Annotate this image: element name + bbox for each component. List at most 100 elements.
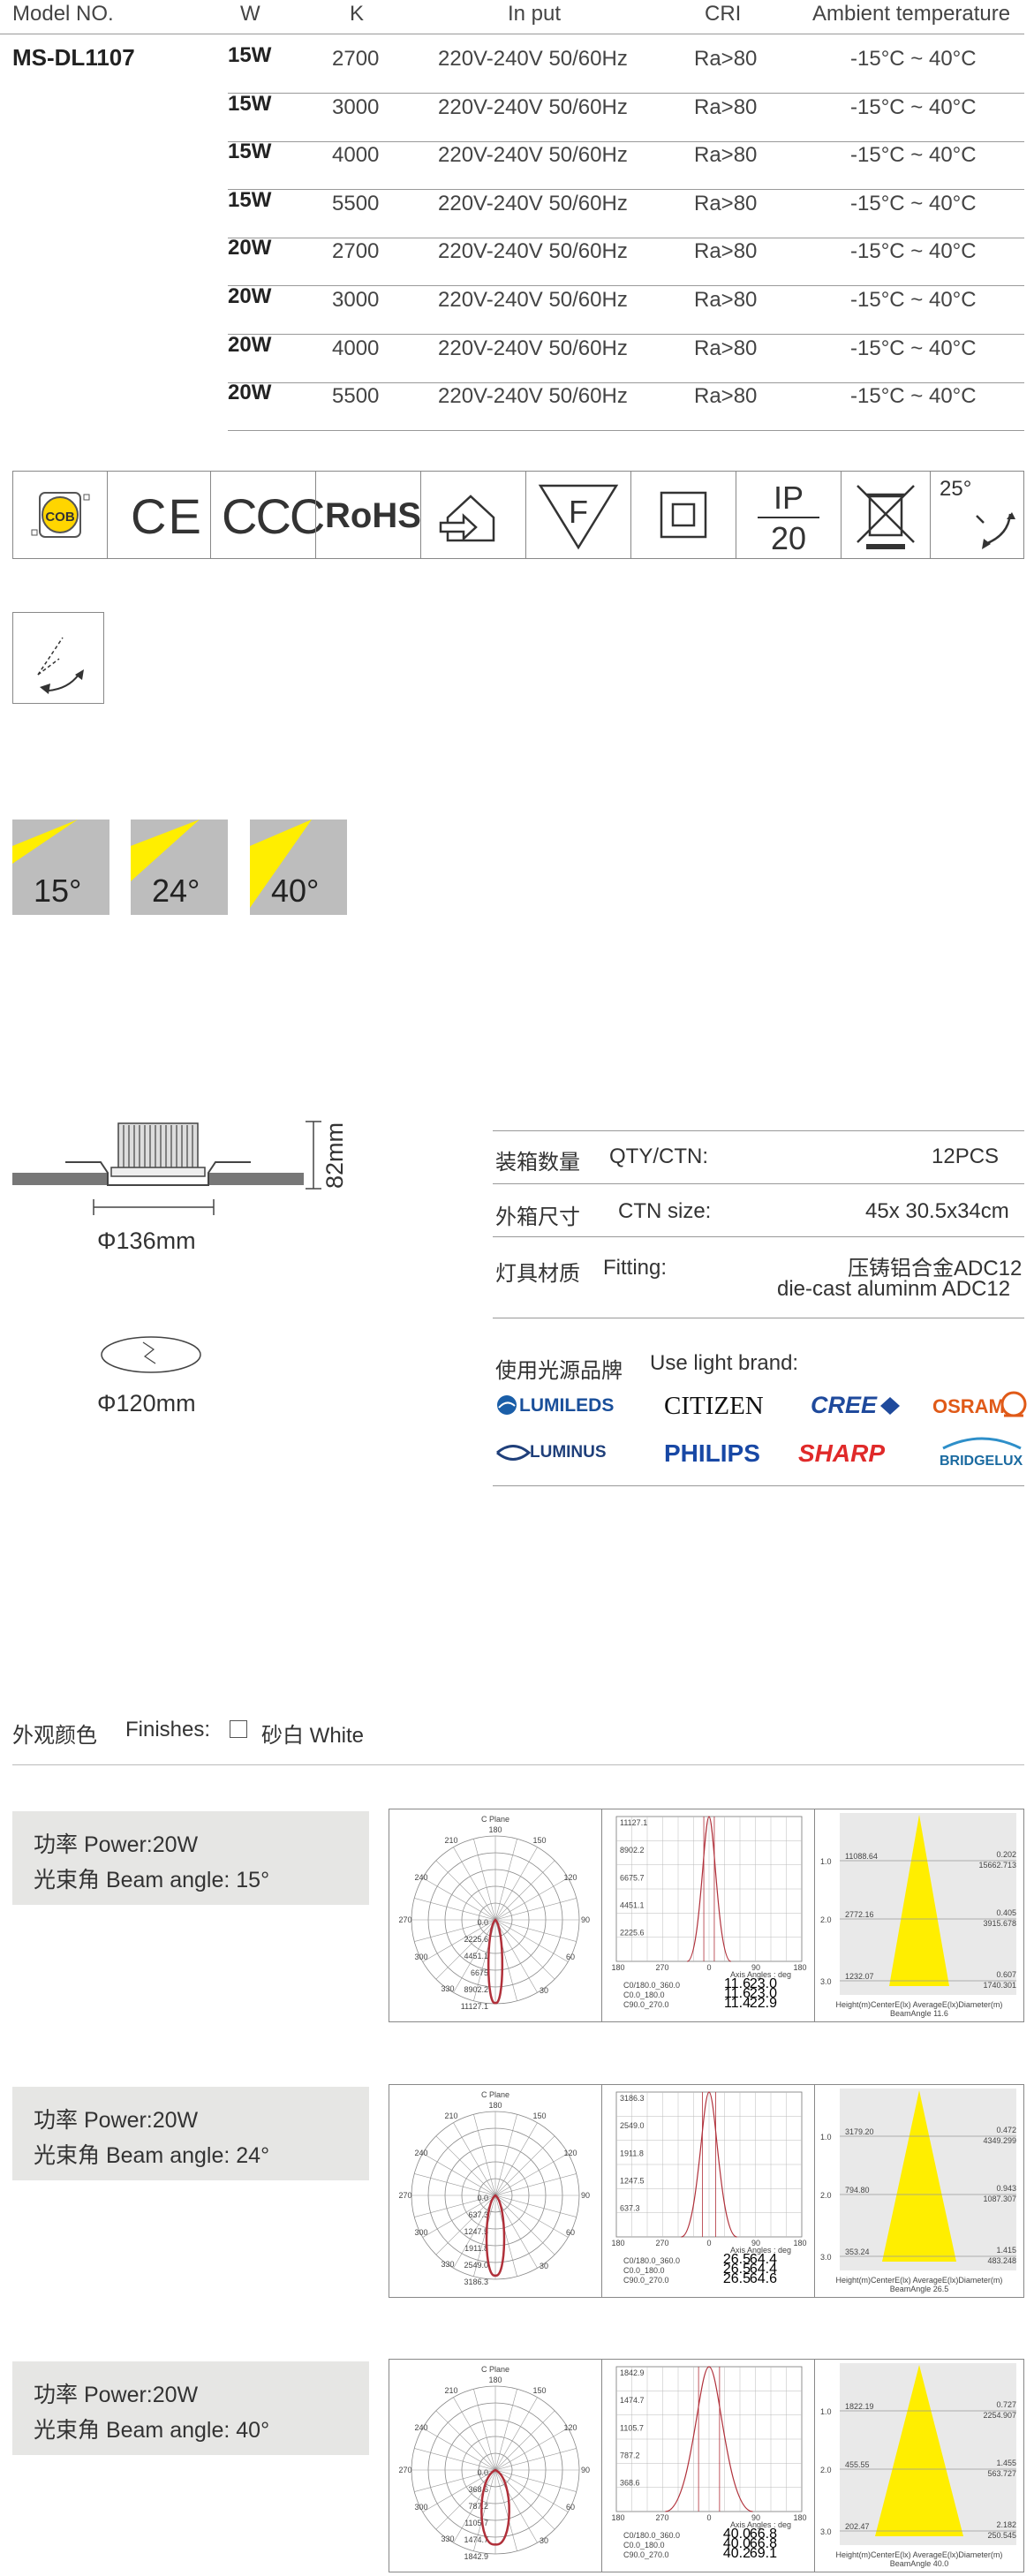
cart-value-label: 8902.2 [620, 1846, 645, 1855]
spec-cell-input: 220V-240V 50/60Hz [438, 143, 628, 168]
polar-angle-label: 240 [414, 2149, 427, 2157]
header-model: Model NO. [12, 2, 114, 26]
cart-x-label: 0 [706, 2513, 711, 2522]
cart-x-label: 270 [655, 2239, 668, 2247]
tilt-cert: 25° [930, 471, 1024, 559]
spec-cell-k: 4000 [332, 336, 380, 360]
cone-height: 2.0 [820, 1915, 832, 1924]
polar-value-label: 2549.0 [464, 2261, 488, 2270]
qty-en: QTY/CTN: [609, 1144, 708, 1168]
polar-angle-label: 330 [441, 2534, 454, 2543]
axis-angles-title: Axis Angles : deg [730, 2246, 791, 2255]
spec-cell-w: 15W [228, 140, 272, 164]
finishes-rule [12, 1764, 1024, 1765]
cone-diameter: 1.415 [996, 2246, 1016, 2255]
legend-item: C0/180.0_360.0 [623, 2256, 680, 2265]
cone-beam-angle: BeamAngle 26.5 [890, 2285, 949, 2293]
axis-val: 11.6 [724, 1986, 751, 2001]
polar-angle-label: 150 [532, 2386, 546, 2395]
cone-height: 1.0 [820, 2407, 832, 2416]
polar-value-label: 787.2 [468, 2502, 488, 2511]
spec-cell-k: 3000 [332, 288, 380, 312]
cart-x-label: 180 [793, 2513, 806, 2522]
spec-cell-k: 3000 [332, 94, 380, 119]
spec-cell-w: 20W [228, 284, 272, 308]
cart-curve [681, 2091, 737, 2238]
f-triangle-icon: F [538, 484, 619, 550]
polar-curve [480, 2468, 510, 2546]
ip20-icon: IP 20 [758, 480, 819, 556]
model-number: MS-DL1107 [12, 44, 135, 71]
height-label: 82mm [321, 1122, 348, 1189]
polar-angle-label: 30 [540, 1986, 548, 1995]
cone-center-lux: 2772.16 [845, 1910, 874, 1919]
cone-average-lux: 15662.713 [978, 1861, 1016, 1870]
cone-average-lux: 2254.907 [983, 2411, 1016, 2420]
polar-angle-label: 120 [563, 2423, 577, 2432]
axis-val: 40.0 [723, 2536, 751, 2551]
cone-center-lux: 455.55 [845, 2460, 870, 2469]
header-kelvin: K [350, 2, 365, 26]
cart-x-label: 180 [611, 1963, 624, 1972]
cob-cert: COB [12, 471, 108, 559]
double-square-icon [660, 491, 707, 539]
polar-angle-label: 120 [563, 2149, 577, 2157]
ce-cert: CE [107, 471, 211, 559]
cone-center-lux: 202.47 [845, 2522, 870, 2531]
cart-x-label: 90 [751, 2513, 760, 2522]
brand-citizen: CITIZEN [664, 1392, 764, 1420]
polar-angle-label: 30 [540, 2262, 548, 2270]
beam-15-icon [12, 820, 78, 864]
polar-value-label: 1247.5 [464, 2227, 488, 2236]
spec-cell-temp: -15°C ~ 40°C [850, 94, 977, 119]
polar-angle-label: 300 [414, 2228, 427, 2237]
axis-val: 66.8 [750, 2527, 777, 2542]
finish-option: 砂白 White [261, 1724, 365, 1748]
row-divider [228, 285, 1024, 287]
axis-val: 11.6 [724, 1976, 751, 1991]
cart-x-label: 180 [793, 1963, 806, 1972]
spec-cell-input: 220V-240V 50/60Hz [438, 384, 628, 409]
brand-cree: CREE [811, 1392, 878, 1418]
spec-cell-cri: Ra>80 [694, 384, 758, 409]
polar-angle-label: 60 [566, 1953, 575, 1961]
polar-angle-label: 180 [488, 2376, 502, 2384]
finish-checkbox[interactable] [230, 1720, 247, 1738]
spec-cell-k: 2700 [332, 47, 380, 71]
row-divider [228, 189, 1024, 191]
height-dimension-line [306, 1121, 321, 1190]
rotate-box [12, 612, 104, 704]
header-ambient: Ambient temperature [812, 2, 1011, 26]
brand-luminus: LUMINUS [530, 1443, 607, 1462]
material-en: Fitting: [603, 1256, 668, 1280]
legend-item: C90.0_270.0 [623, 2000, 669, 2009]
cone-beam-angle: BeamAngle 11.6 [890, 2009, 948, 2018]
cone-diameter: 0.405 [996, 1908, 1016, 1917]
polar-angle-label: 60 [566, 2503, 575, 2512]
polar-value-label: 3186.3 [464, 2278, 488, 2286]
cone-footer: Height(m)CenterE(lx) AverageE(lx)Diamete… [836, 2000, 1003, 2009]
spec-cell-k: 2700 [332, 239, 380, 264]
ip-bottom: 20 [771, 520, 806, 556]
header-input: In put [508, 2, 562, 26]
cart-x-label: 90 [751, 1963, 760, 1972]
axis-val: 64.4 [750, 2262, 777, 2277]
spec-cell-temp: -15°C ~ 40°C [850, 336, 977, 360]
cutout-label: Φ120mm [97, 1390, 196, 1416]
packing-top-rule [493, 1130, 1024, 1131]
axis-val: 23.0 [750, 1976, 777, 1991]
polar-angle-label: 270 [398, 2191, 411, 2200]
polar-value-label: 4451.1 [464, 1952, 488, 1960]
cone-height: 3.0 [820, 2527, 832, 2536]
cone-average-lux: 483.248 [987, 2256, 1016, 2265]
cone-beam-angle: BeamAngle 40.0 [890, 2559, 949, 2568]
axis-val: 69.1 [750, 2546, 777, 2561]
cone-center-lux: 1232.07 [845, 1972, 874, 1981]
